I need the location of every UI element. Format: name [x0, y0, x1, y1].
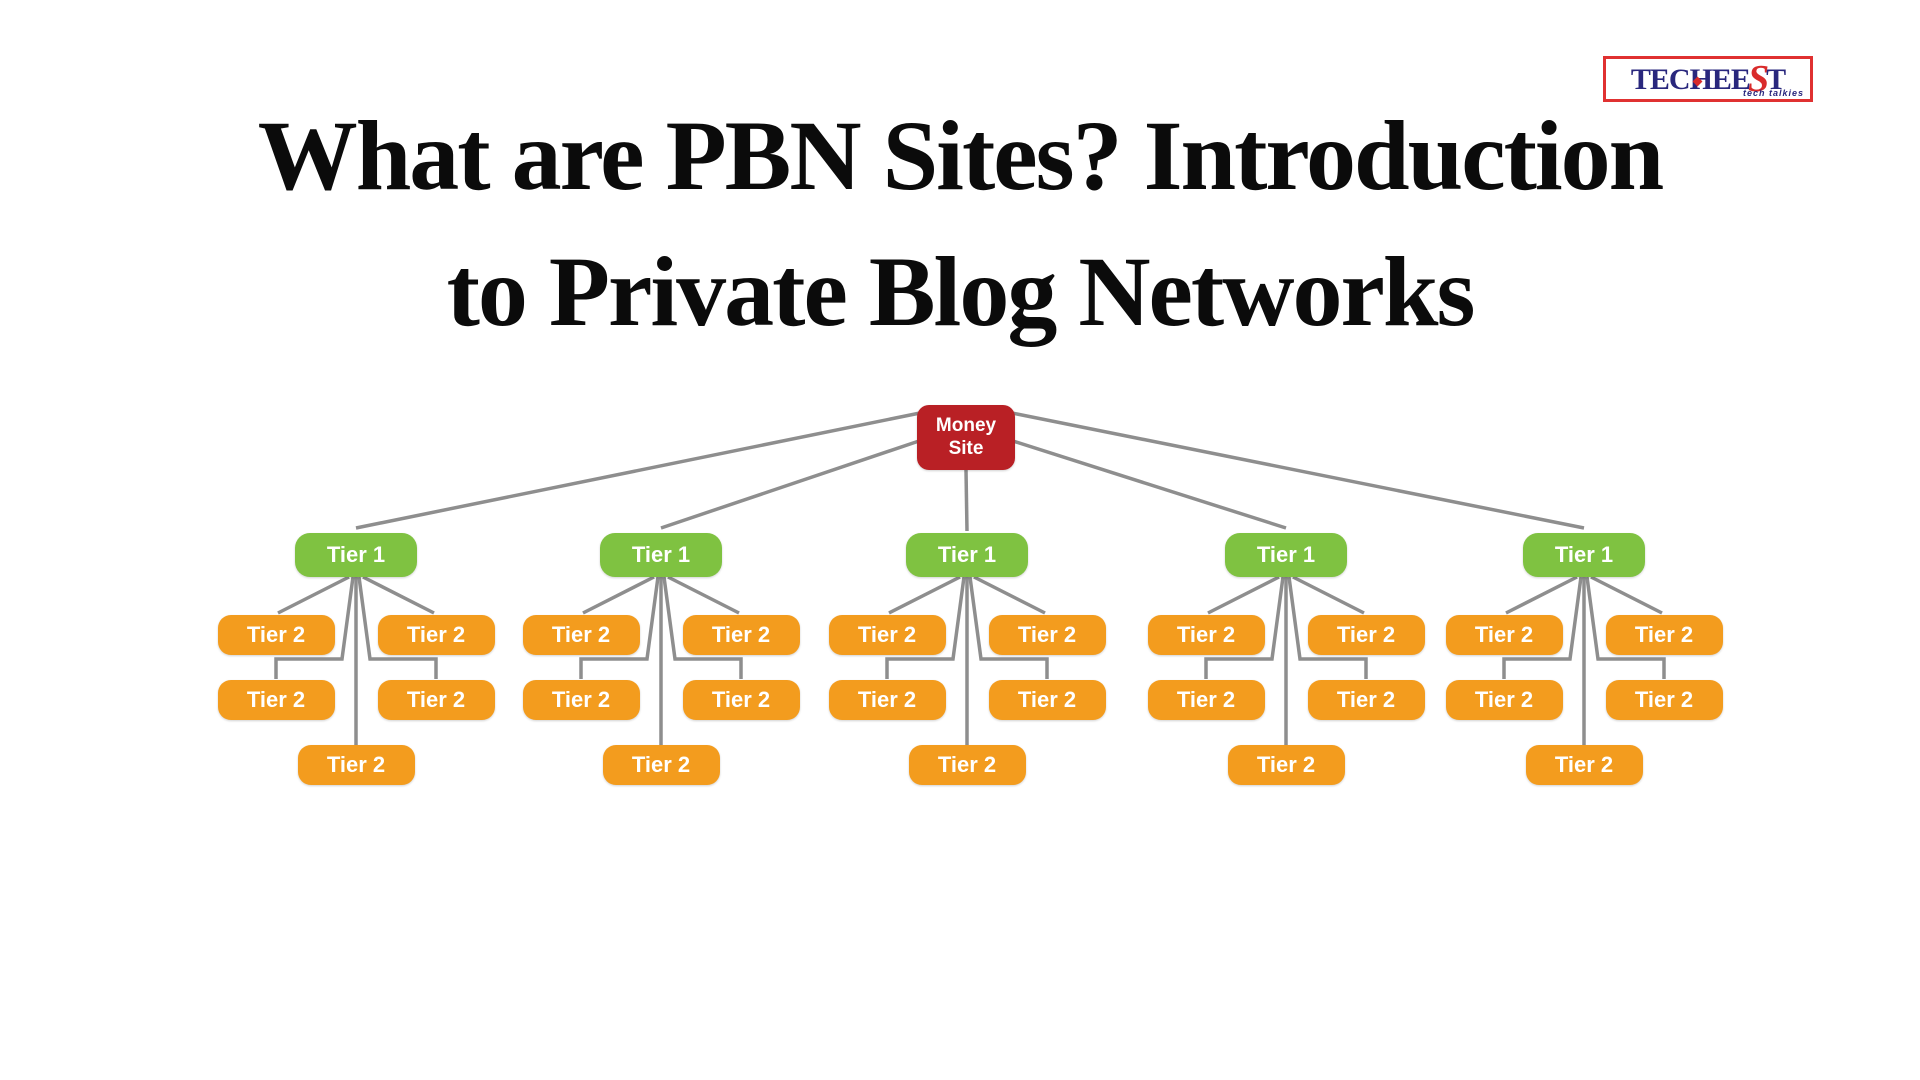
tier1-node: Tier 1 — [295, 533, 417, 577]
tier2-node: Tier 2 — [377, 615, 495, 655]
tier2-node: Tier 2 — [1605, 615, 1723, 655]
tier2-node: Tier 2 — [602, 745, 720, 785]
tier1-node: Tier 1 — [1523, 533, 1645, 577]
tier2-node: Tier 2 — [1227, 745, 1345, 785]
tier2-node: Tier 2 — [1307, 615, 1425, 655]
money-site-node: Money Site — [917, 405, 1015, 470]
logo-text: TECHEEST — [1630, 58, 1786, 98]
tier2-node: Tier 2 — [1605, 680, 1723, 720]
techeest-logo: TECHEEST tech talkies — [1603, 56, 1813, 102]
title-line-2: to Private Blog Networks — [446, 236, 1476, 347]
tier2-node: Tier 2 — [682, 680, 800, 720]
tier2-node: Tier 2 — [1525, 745, 1643, 785]
money-site-label-line1: Money — [935, 414, 997, 436]
tier2-node: Tier 2 — [1147, 680, 1265, 720]
tier2-node: Tier 2 — [522, 680, 640, 720]
tier2-node: Tier 2 — [522, 615, 640, 655]
logo-text-main: TECHEE — [1630, 63, 1751, 96]
tier1-node: Tier 1 — [906, 533, 1028, 577]
tier2-node: Tier 2 — [682, 615, 800, 655]
logo-tagline: tech talkies — [1742, 88, 1804, 98]
tier2-node: Tier 2 — [1307, 680, 1425, 720]
tier1-node: Tier 1 — [1225, 533, 1347, 577]
tier2-node: Tier 2 — [1147, 615, 1265, 655]
tier2-node: Tier 2 — [377, 680, 495, 720]
tier2-node: Tier 2 — [297, 745, 415, 785]
tier2-node: Tier 2 — [828, 680, 946, 720]
tier2-node: Tier 2 — [988, 615, 1106, 655]
tier2-node: Tier 2 — [828, 615, 946, 655]
tier2-node: Tier 2 — [217, 680, 335, 720]
tier2-node: Tier 2 — [988, 680, 1106, 720]
logo-letter-s: S — [1747, 58, 1769, 100]
tier2-node: Tier 2 — [1445, 615, 1563, 655]
tier2-node: Tier 2 — [908, 745, 1026, 785]
tier1-node: Tier 1 — [600, 533, 722, 577]
tier2-node: Tier 2 — [217, 615, 335, 655]
money-site-label-line2: Site — [948, 437, 984, 459]
title-line-1: What are PBN Sites? Introduction — [257, 100, 1665, 211]
tier2-node: Tier 2 — [1445, 680, 1563, 720]
logo-letter-t: T — [1766, 63, 1786, 96]
page-title: What are PBN Sites? Introduction to Priv… — [0, 88, 1920, 360]
